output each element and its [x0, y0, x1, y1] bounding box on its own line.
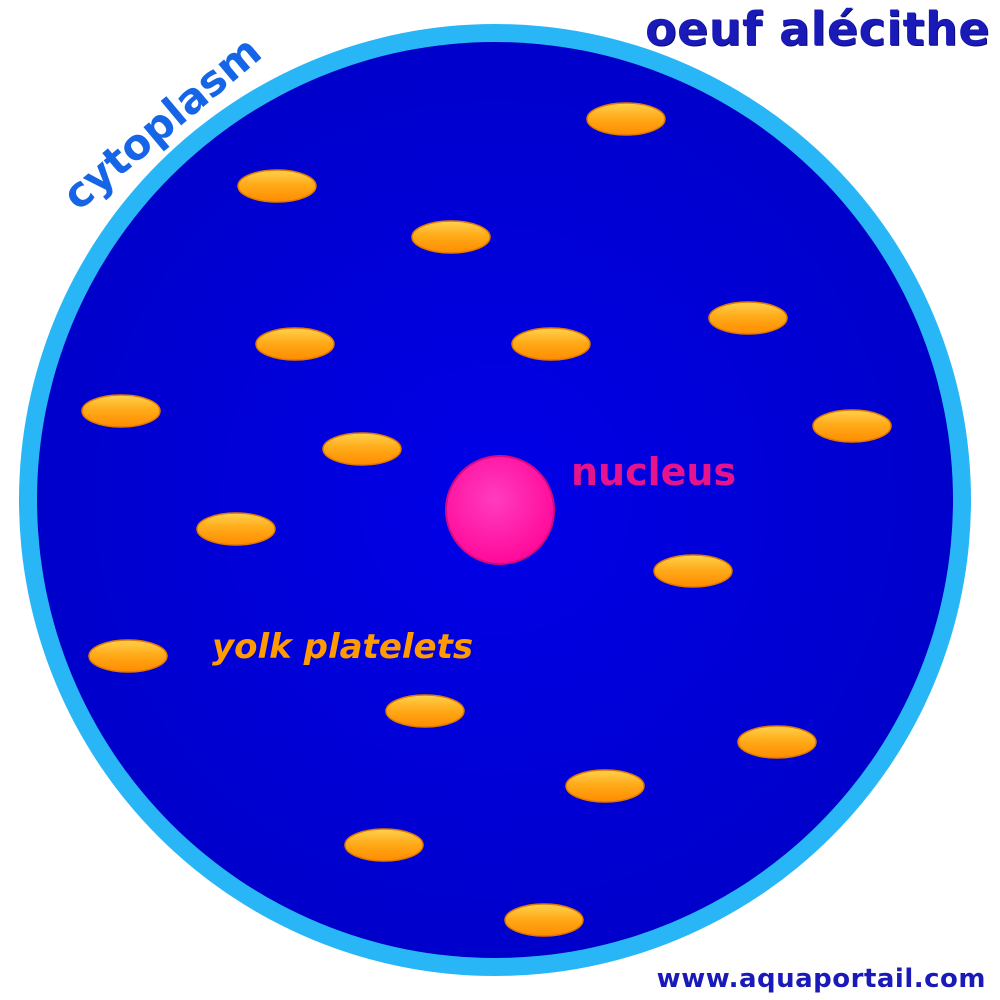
yolk-platelet: [653, 554, 733, 588]
yolk-platelet: [88, 639, 168, 673]
yolk-platelet: [812, 409, 892, 443]
yolk-platelet: [586, 102, 666, 136]
nucleus: [445, 455, 555, 565]
yolk-platelet: [504, 903, 584, 937]
yolk-platelet: [708, 301, 788, 335]
yolk-platelet: [565, 769, 645, 803]
nucleus-label: nucleus: [571, 450, 736, 494]
yolk-platelet: [385, 694, 465, 728]
yolk-platelet: [81, 394, 161, 428]
yolk-platelet: [344, 828, 424, 862]
yolk-platelets-label: yolk platelets: [212, 627, 473, 667]
website-url[interactable]: www.aquaportail.com: [656, 964, 986, 994]
yolk-platelets: [81, 102, 892, 937]
yolk-platelet: [237, 169, 317, 203]
page-title: oeuf alécithe: [644, 2, 990, 56]
yolk-platelet: [322, 432, 402, 466]
yolk-platelet: [255, 327, 335, 361]
yolk-platelet: [737, 725, 817, 759]
yolk-platelet: [511, 327, 591, 361]
yolk-platelet: [411, 220, 491, 254]
yolk-platelet: [196, 512, 276, 546]
